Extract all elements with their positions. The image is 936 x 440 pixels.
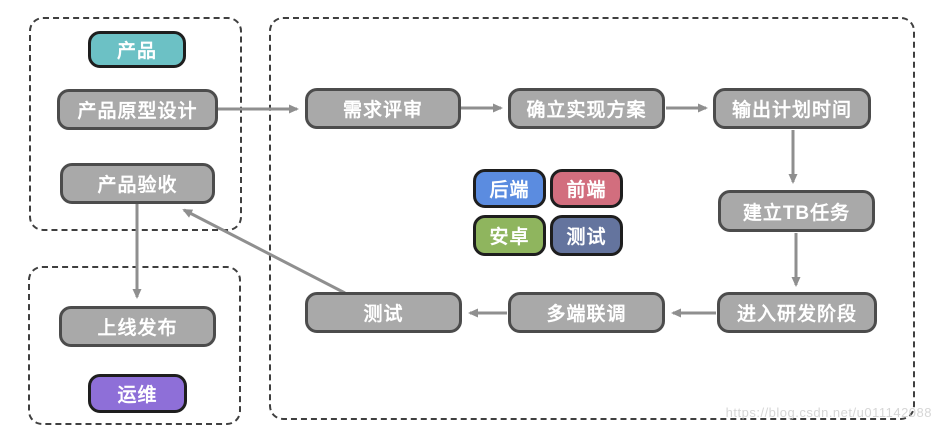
node-joint-debug: 多端联调	[508, 292, 665, 333]
group-release-lane	[28, 266, 241, 425]
node-product-prototype: 产品原型设计	[57, 89, 218, 130]
node-dev-phase: 进入研发阶段	[717, 292, 877, 333]
legend-badge-backend: 后端	[473, 169, 546, 208]
node-requirement-review: 需求评审	[305, 88, 461, 129]
legend-badge-android: 安卓	[473, 215, 546, 256]
node-solution: 确立实现方案	[508, 88, 665, 129]
legend-badge-frontend: 前端	[550, 169, 623, 208]
badge-ops-role: 运维	[88, 374, 187, 413]
node-plan-time: 输出计划时间	[713, 88, 871, 129]
node-release: 上线发布	[59, 306, 216, 347]
node-testing: 测试	[305, 292, 462, 333]
node-tb-task: 建立TB任务	[718, 190, 875, 232]
badge-product-role: 产品	[88, 31, 186, 68]
node-product-acceptance: 产品验收	[60, 163, 215, 204]
watermark-text: https://blog.csdn.net/u011142088	[725, 405, 932, 420]
legend-badge-test: 测试	[550, 215, 623, 256]
